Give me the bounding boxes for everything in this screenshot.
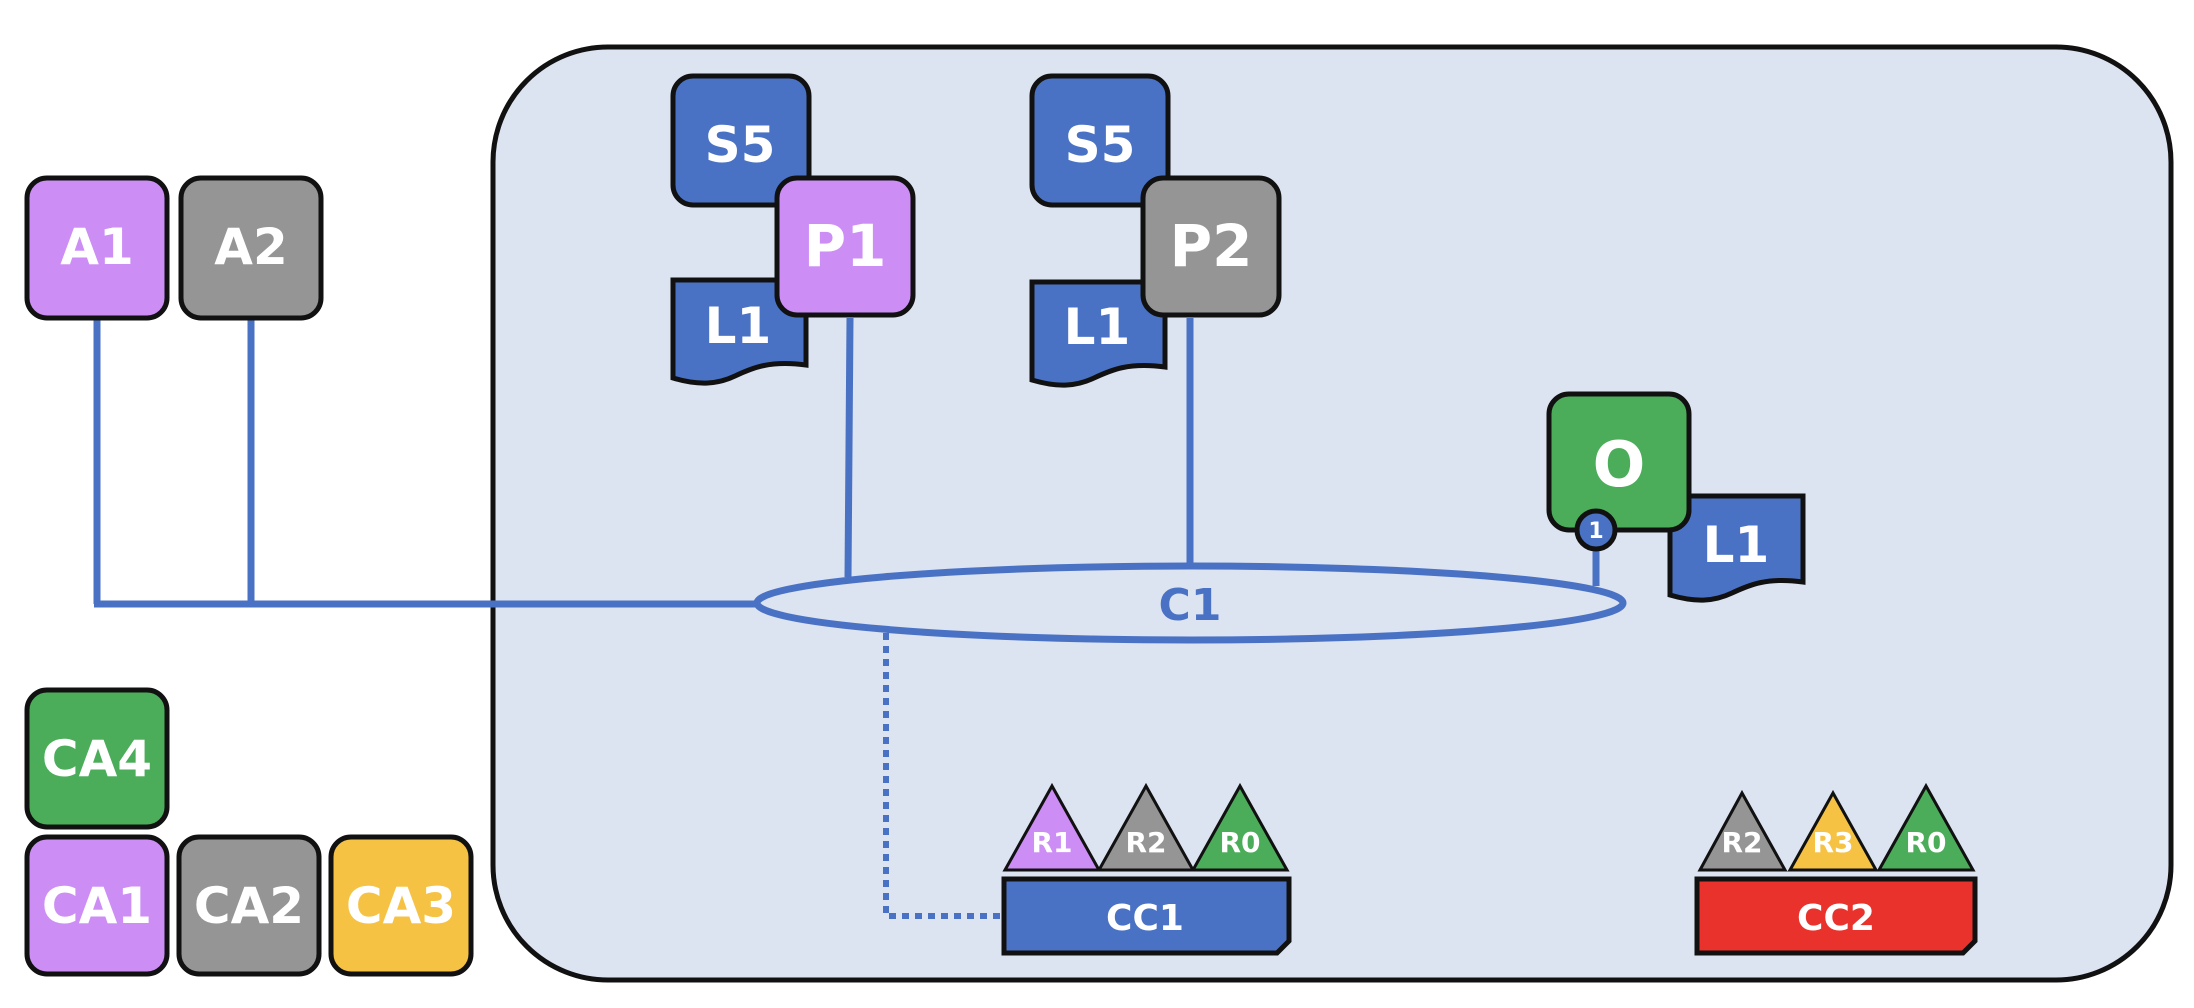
- cc1-dotted-link: [883, 633, 1004, 919]
- svg-text:A2: A2: [214, 218, 288, 276]
- peer-p2: P2: [1140, 175, 1282, 318]
- svg-text:CA4: CA4: [42, 730, 152, 788]
- svg-text:S5: S5: [705, 116, 776, 174]
- role-r0-cc2: R0: [1876, 782, 1976, 872]
- ledger-l1-p1: L1: [670, 277, 809, 386]
- channel-c1-label: C1: [1159, 580, 1222, 631]
- orderer-group: L1 O 1: [1546, 391, 1806, 603]
- svg-text:CC2: CC2: [1797, 898, 1875, 939]
- svg-text:L1: L1: [1703, 516, 1770, 574]
- chaincode-cc2: CC2: [1694, 876, 1978, 956]
- svg-text:L1: L1: [1064, 298, 1131, 356]
- svg-text:CA2: CA2: [194, 877, 304, 935]
- svg-text:R1: R1: [1031, 826, 1072, 859]
- channel-c1: [753, 562, 1627, 644]
- orderer-badge: 1: [1574, 508, 1618, 552]
- chaincode-cc2-group: R2 R3 R0 CC2: [1694, 782, 1978, 956]
- svg-text:R0: R0: [1905, 826, 1946, 859]
- chaincode-cc1-group: R1 R2 R0 CC1: [1001, 782, 1292, 956]
- svg-text:R2: R2: [1125, 826, 1166, 859]
- svg-text:S5: S5: [1065, 116, 1136, 174]
- role-r1-cc1: R1: [1002, 782, 1102, 872]
- smart-contract-s5-p2: S5: [1029, 73, 1171, 208]
- svg-text:R2: R2: [1721, 826, 1762, 859]
- svg-text:CA3: CA3: [346, 877, 456, 935]
- role-r0-cc1: R0: [1190, 782, 1290, 872]
- svg-text:P2: P2: [1170, 212, 1253, 280]
- svg-text:A1: A1: [60, 218, 134, 276]
- smart-contract-s5-p1: S5: [670, 73, 812, 208]
- node-a2: A2: [178, 175, 324, 321]
- node-a1: A1: [24, 175, 170, 321]
- node-ca4: CA4: [24, 687, 170, 830]
- ledger-l1-orderer: L1: [1667, 493, 1806, 603]
- node-ca1: CA1: [24, 834, 170, 977]
- svg-text:P1: P1: [804, 212, 887, 280]
- svg-text:L1: L1: [705, 297, 772, 355]
- chaincode-cc1: CC1: [1001, 876, 1292, 956]
- ledger-l1-p2: L1: [1029, 279, 1168, 388]
- peer-p1-group: S5 L1 P1: [670, 73, 916, 386]
- svg-text:R0: R0: [1219, 826, 1260, 859]
- svg-text:R3: R3: [1812, 826, 1853, 859]
- peer-p2-group: S5 L1 P2: [1029, 73, 1282, 388]
- node-ca2: CA2: [176, 834, 322, 977]
- role-r2-cc2: R2: [1697, 789, 1788, 872]
- svg-text:1: 1: [1588, 519, 1603, 544]
- node-ca3: CA3: [328, 834, 474, 977]
- svg-text:O: O: [1593, 428, 1646, 501]
- svg-text:CA1: CA1: [42, 877, 152, 935]
- role-r2-cc1: R2: [1096, 782, 1196, 872]
- peer-p1: P1: [774, 175, 916, 318]
- connection-lines: [93, 317, 1600, 608]
- p1-link: [844, 317, 854, 578]
- orderer-o: O: [1546, 391, 1692, 533]
- role-r3-cc2: R3: [1787, 789, 1879, 872]
- svg-text:CC1: CC1: [1106, 898, 1184, 939]
